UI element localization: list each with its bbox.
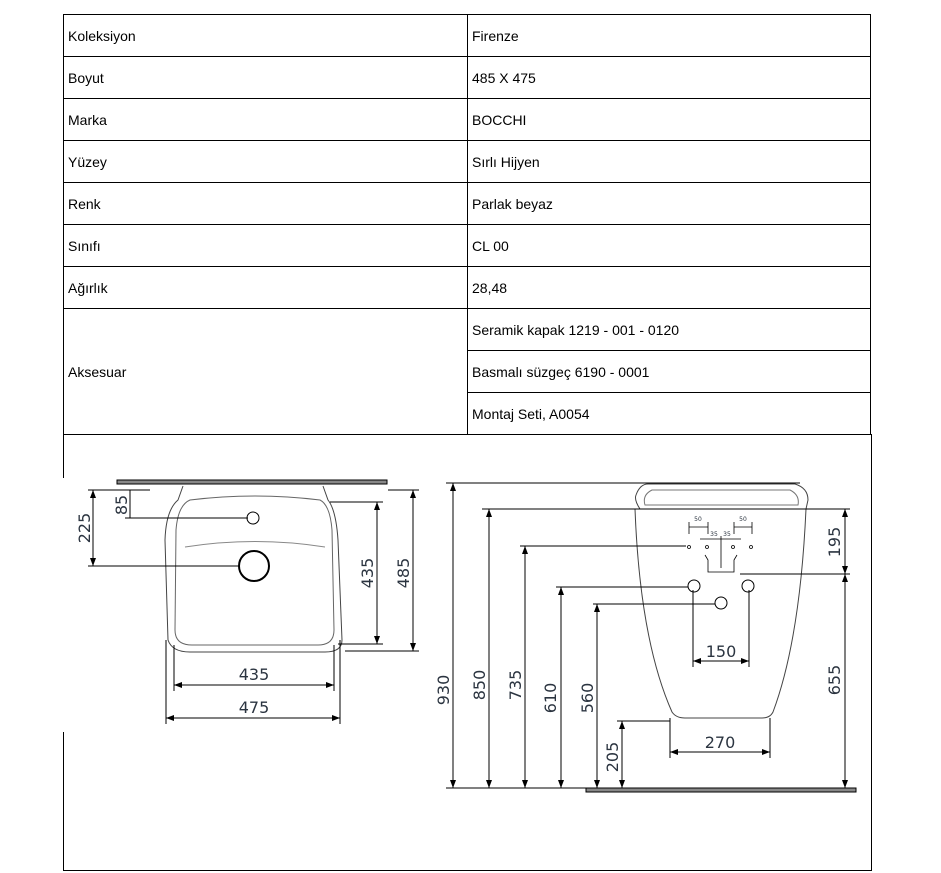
dim-475: 475	[239, 698, 270, 717]
spec-value: 485 X 475	[467, 56, 871, 99]
accessory-item: Montaj Seti, A0054	[467, 392, 871, 435]
spec-label: Sınıfı	[63, 224, 468, 267]
spec-label: Koleksiyon	[63, 14, 468, 57]
table-row: Montaj Seti, A0054	[64, 392, 871, 435]
spec-value: Sırlı Hijyen	[467, 140, 871, 183]
dim-195: 195	[825, 527, 844, 558]
table-row: Basmalı süzgeç 6190 - 0001	[64, 350, 871, 393]
spec-label: Ağırlık	[63, 266, 468, 309]
dim-35-left: 35	[710, 531, 718, 538]
dim-205: 205	[603, 742, 622, 773]
dim-85: 85	[112, 495, 131, 515]
floor-bar	[585, 787, 857, 793]
spec-value: BOCCHI	[467, 98, 871, 141]
dim-735: 735	[506, 670, 525, 701]
spec-value: Firenze	[467, 14, 871, 57]
side-view	[446, 482, 857, 793]
dim-50-left: 50	[694, 516, 702, 523]
accessory-label: Aksesuar	[63, 308, 468, 435]
spec-value: Parlak beyaz	[467, 182, 871, 225]
top-view	[88, 479, 419, 724]
spec-value: 28,48	[467, 266, 871, 309]
dim-930: 930	[434, 675, 453, 706]
dim-560: 560	[578, 683, 597, 714]
dim-655: 655	[825, 665, 844, 696]
dim-35-right: 35	[723, 531, 731, 538]
wall-bar	[116, 479, 388, 485]
spec-value: CL 00	[467, 224, 871, 267]
spec-label: Renk	[63, 182, 468, 225]
dim-610: 610	[541, 683, 560, 714]
dim-435-horizontal: 435	[239, 665, 270, 684]
dim-270: 270	[705, 733, 736, 752]
accessory-item: Basmalı süzgeç 6190 - 0001	[467, 350, 871, 393]
accessory-item: Seramik kapak 1219 - 001 - 0120	[467, 308, 871, 351]
spec-label: Yüzey	[63, 140, 468, 183]
dim-485: 485	[394, 558, 413, 589]
dim-435-vertical: 435	[358, 558, 377, 589]
dim-150: 150	[706, 642, 737, 661]
dim-850: 850	[470, 670, 489, 701]
dim-50-right: 50	[739, 516, 747, 523]
dim-225: 225	[75, 513, 94, 544]
